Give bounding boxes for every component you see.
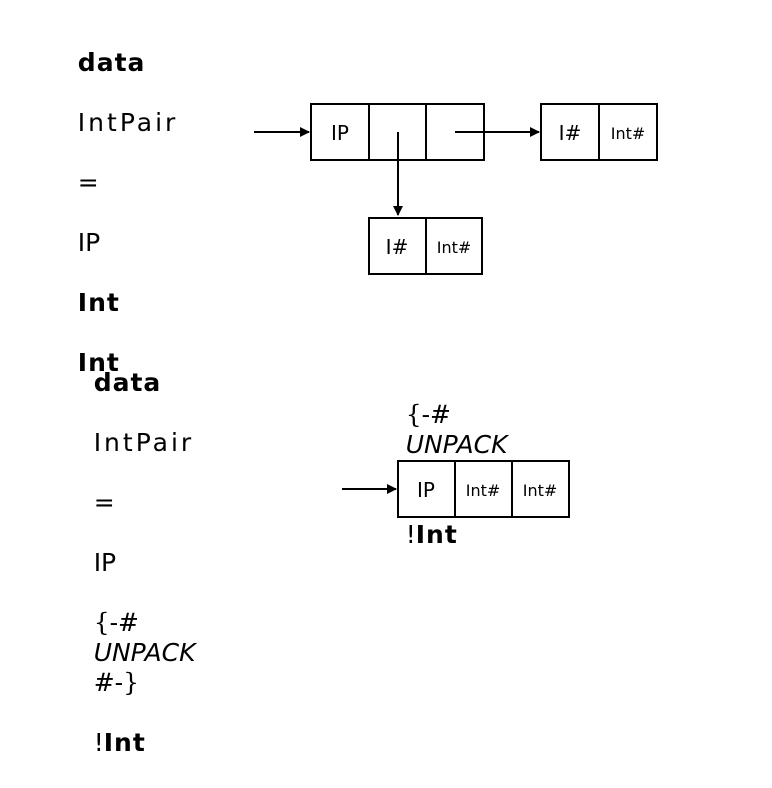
strict-mark: !: [405, 520, 416, 549]
boxed-int-tag: I#: [386, 235, 409, 259]
diagram-1: IP I# Int# I# Int#: [254, 103, 658, 275]
diagram-stage: data IntPair = IP Int Int data IntPair =…: [46, 18, 658, 757]
unpacked-payload-2: Int#: [523, 481, 558, 500]
constructor-box-2: [397, 460, 570, 518]
unpacked-payload-1: Int#: [466, 481, 501, 500]
equals-sign: =: [77, 168, 99, 197]
field-type-1: Int: [77, 288, 120, 317]
type-name: IntPair: [93, 428, 195, 457]
pragma-open: {-#: [405, 400, 451, 429]
pragma-open: {-#: [93, 608, 139, 637]
field-type-2: Int: [77, 348, 120, 377]
constructor-cell-label: IP: [417, 478, 435, 502]
pragma-close: #-}: [93, 668, 139, 697]
constructor-name: IP: [77, 228, 101, 257]
field-type-1: Int: [103, 728, 146, 757]
pragma-word: UNPACK: [93, 638, 196, 667]
heap-diagram: IP I# Int# I# Int# IP Int# Int#: [254, 103, 658, 518]
diagram-2: IP Int# Int#: [342, 460, 570, 518]
constructor-cell-label: IP: [331, 121, 349, 145]
boxed-int-payload: Int#: [611, 124, 646, 143]
boxed-int-tag: I#: [559, 121, 582, 145]
declaration-1: data IntPair = IP Int Int: [46, 18, 178, 408]
field-type-2: Int: [415, 520, 458, 549]
keyword-data: data: [77, 48, 146, 77]
type-name: IntPair: [77, 108, 179, 137]
keyword-data: data: [93, 368, 162, 397]
equals-sign: =: [93, 488, 115, 517]
boxed-int-payload: Int#: [437, 238, 472, 257]
pragma-word: UNPACK: [405, 430, 508, 459]
strict-mark: !: [93, 728, 104, 757]
constructor-name: IP: [93, 548, 117, 577]
